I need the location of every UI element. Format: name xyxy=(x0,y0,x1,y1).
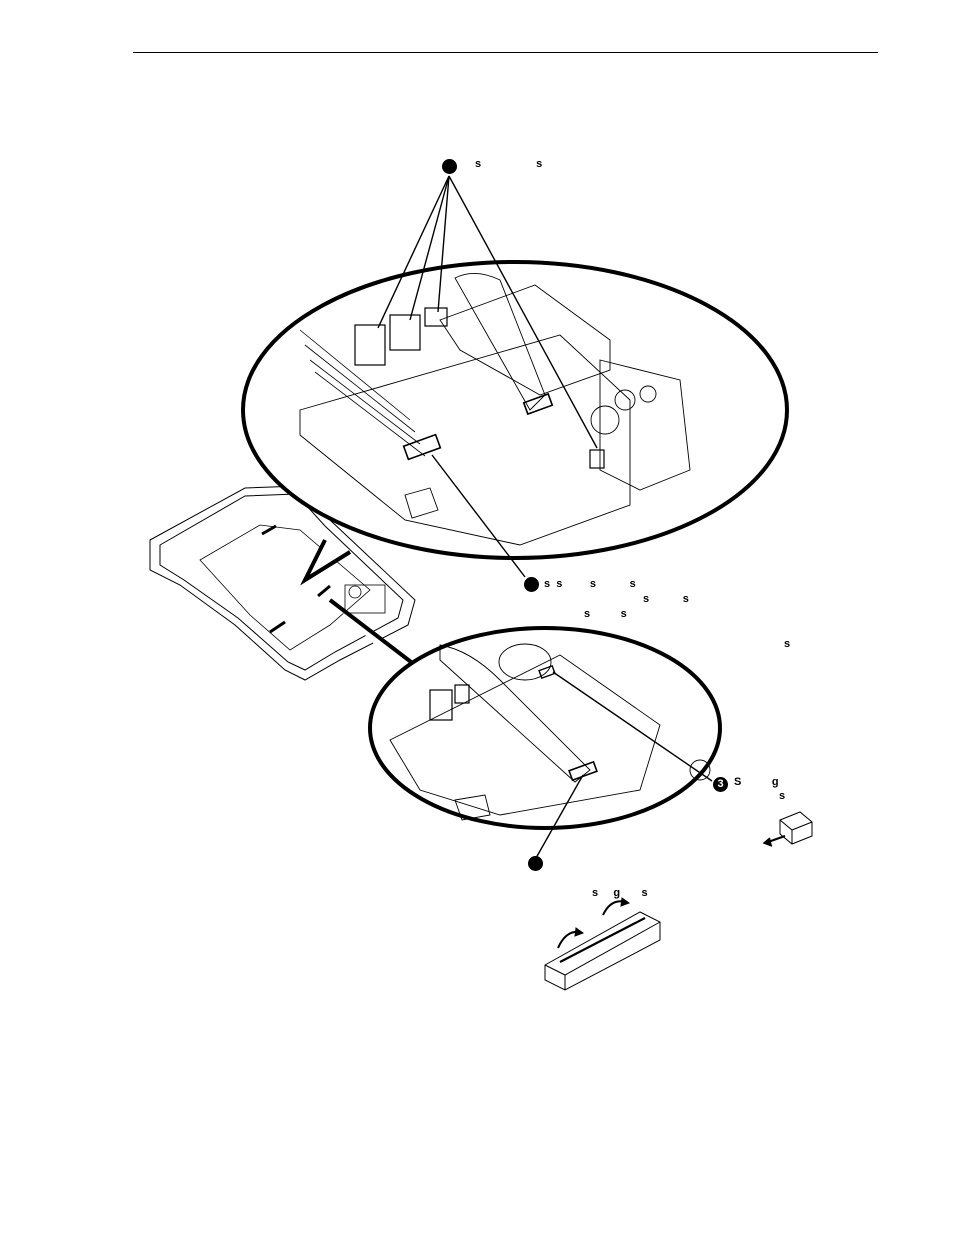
callout-2-text-line-1: s s s s xyxy=(544,578,636,590)
connector-detail-small xyxy=(762,811,813,847)
callout-badge-2 xyxy=(524,577,539,592)
lower-view-detail xyxy=(389,643,711,821)
callout-badge-1 xyxy=(442,159,457,174)
callout-1-text-line-1: s s xyxy=(475,158,543,170)
connector-detail-long xyxy=(544,897,661,991)
callout-3-text-line-1: S g xyxy=(734,776,779,788)
magnified-view-lower xyxy=(368,626,722,830)
leader-lines xyxy=(377,175,713,859)
callout-2-text-line-4: s xyxy=(784,638,791,650)
upper-view-detail xyxy=(299,273,691,546)
callout-2-text-line-3: s s xyxy=(584,608,627,620)
magnified-view-upper xyxy=(241,260,789,560)
callout-3-text-line-2: s xyxy=(779,790,786,802)
callout-4-text-line-1: s g s xyxy=(592,887,648,899)
header-rule xyxy=(133,52,878,53)
callout-badge-3: 3 xyxy=(713,777,728,792)
callout-badge-4 xyxy=(528,856,543,871)
callout-2-text-line-2: s s xyxy=(643,593,689,605)
